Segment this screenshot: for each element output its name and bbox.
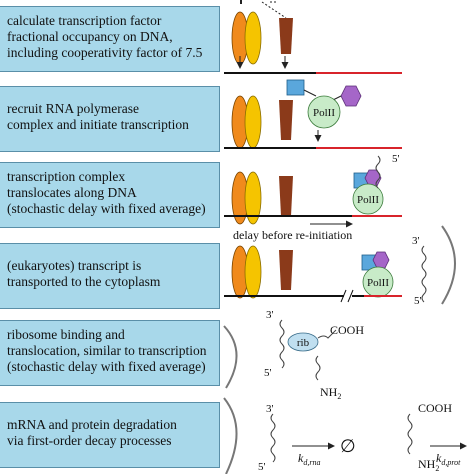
- ribosome: [287, 332, 319, 352]
- three-prime-label: 3': [266, 403, 274, 415]
- recruit-link-blue: [303, 89, 317, 97]
- cooh-label: COOH: [418, 401, 452, 415]
- nh2-label: NH2: [418, 457, 439, 473]
- step-box-3: transcription complex translocates along…: [0, 162, 220, 228]
- cofactor-purple-hexagon: [372, 251, 390, 269]
- cooh-label: COOH: [330, 323, 364, 337]
- tf-top-mark: [240, 0, 242, 4]
- protein-chain: [407, 413, 413, 455]
- activator-yellow: [244, 95, 262, 149]
- row-6-illustration: 3' 5' kd,rna ∅ COOH NH2 kd,prot: [223, 397, 467, 474]
- row-2-illustration: PolII: [224, 79, 402, 149]
- five-prime-label: 5': [264, 367, 272, 379]
- five-prime-label: 5': [258, 461, 266, 473]
- step-text-3: transcription complex translocates along…: [7, 169, 206, 216]
- cell-membrane: [223, 325, 238, 389]
- mrna-strand: [270, 413, 276, 463]
- three-prime-label: 3': [412, 235, 420, 247]
- step-text-6: mRNA and protein degradation via first-o…: [7, 417, 177, 448]
- cofactor-purple-hexagon: [340, 85, 362, 107]
- k-rna-label: kd,rna: [298, 451, 320, 467]
- nh2-label: NH2: [320, 385, 341, 401]
- five-prime-label: 5': [414, 295, 422, 307]
- step-box-2: recruit RNA polymerase complex and initi…: [0, 86, 220, 152]
- delay-label: delay before re-initiation: [233, 228, 352, 242]
- step-text-1: calculate transcription factor fractiona…: [7, 13, 203, 60]
- step-box-5: ribosome binding and translocation, simi…: [0, 320, 220, 386]
- null-symbol: ∅: [340, 436, 356, 456]
- cell-membrane: [223, 397, 238, 474]
- step-box-4: (eukaryotes) transcript is transported t…: [0, 243, 220, 309]
- row-1-illustration: [224, 0, 402, 74]
- activator-yellow: [244, 171, 262, 225]
- repressor-brown: [279, 250, 293, 290]
- polymerase-label: PolII: [367, 277, 389, 289]
- three-prime-label: 3': [266, 309, 274, 321]
- step-text-4: (eukaryotes) transcript is transported t…: [7, 258, 161, 289]
- step-box-6: mRNA and protein degradation via first-o…: [0, 402, 220, 468]
- repressor-brown: [279, 18, 293, 54]
- cofactor-blue-square: [286, 79, 305, 96]
- dna-break-mark: [340, 289, 347, 303]
- tf-binding-dashed-lines: [261, 1, 287, 19]
- step-text-2: recruit RNA polymerase complex and initi…: [7, 101, 189, 132]
- nascent-peptide: [317, 329, 337, 339]
- repressor-brown: [279, 176, 293, 216]
- nascent-rna: [375, 155, 381, 189]
- polymerase-label: PolII: [357, 194, 379, 206]
- step-box-1: calculate transcription factor fractiona…: [0, 6, 220, 72]
- activator-yellow: [244, 245, 262, 299]
- k-prot-label: kd,prot: [436, 451, 461, 467]
- polymerase-label: PolII: [313, 107, 335, 119]
- peptide-chain: [315, 355, 321, 381]
- transported-mrna: [421, 245, 427, 303]
- mrna-strand: [279, 319, 285, 369]
- polymerase: [307, 95, 341, 129]
- polymerase: [352, 183, 384, 215]
- repressor-brown: [279, 100, 293, 140]
- five-prime-label: 5': [392, 153, 400, 165]
- nuclear-membrane: [441, 225, 456, 305]
- row-3-illustration: PolII 5' delay before re-initiation: [224, 153, 402, 242]
- row-4-illustration: PolII 3' 5': [224, 225, 456, 307]
- step-text-5: ribosome binding and translocation, simi…: [7, 327, 207, 374]
- activator-yellow: [244, 11, 262, 65]
- dna-break-mark: [347, 289, 354, 303]
- ribosome-label: rib: [297, 337, 310, 349]
- row-5-illustration: 3' 5' rib COOH NH2: [223, 309, 364, 401]
